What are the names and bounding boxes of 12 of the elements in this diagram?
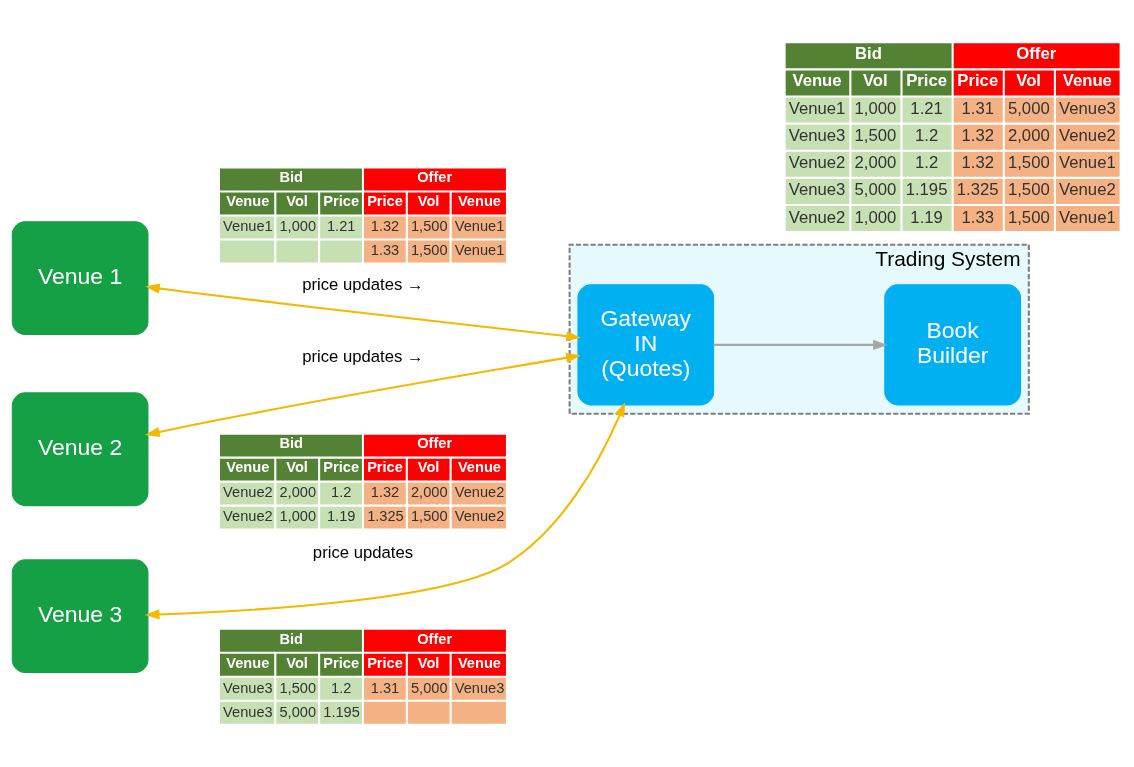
arrow xyxy=(145,283,581,342)
node-box: Gateway IN (Quotes) xyxy=(577,284,715,406)
edge-label: price updates → xyxy=(302,275,424,295)
arrow xyxy=(145,352,581,438)
edge-label: price updates → xyxy=(302,347,424,367)
arrow xyxy=(144,402,626,620)
arrow xyxy=(713,339,888,350)
node-box: Venue 3 xyxy=(11,559,149,674)
edge-label: price updates xyxy=(312,542,414,562)
node-box: Venue 1 xyxy=(11,221,149,335)
node-box: Book Builder xyxy=(884,284,1021,406)
node-box: Venue 2 xyxy=(11,392,149,507)
